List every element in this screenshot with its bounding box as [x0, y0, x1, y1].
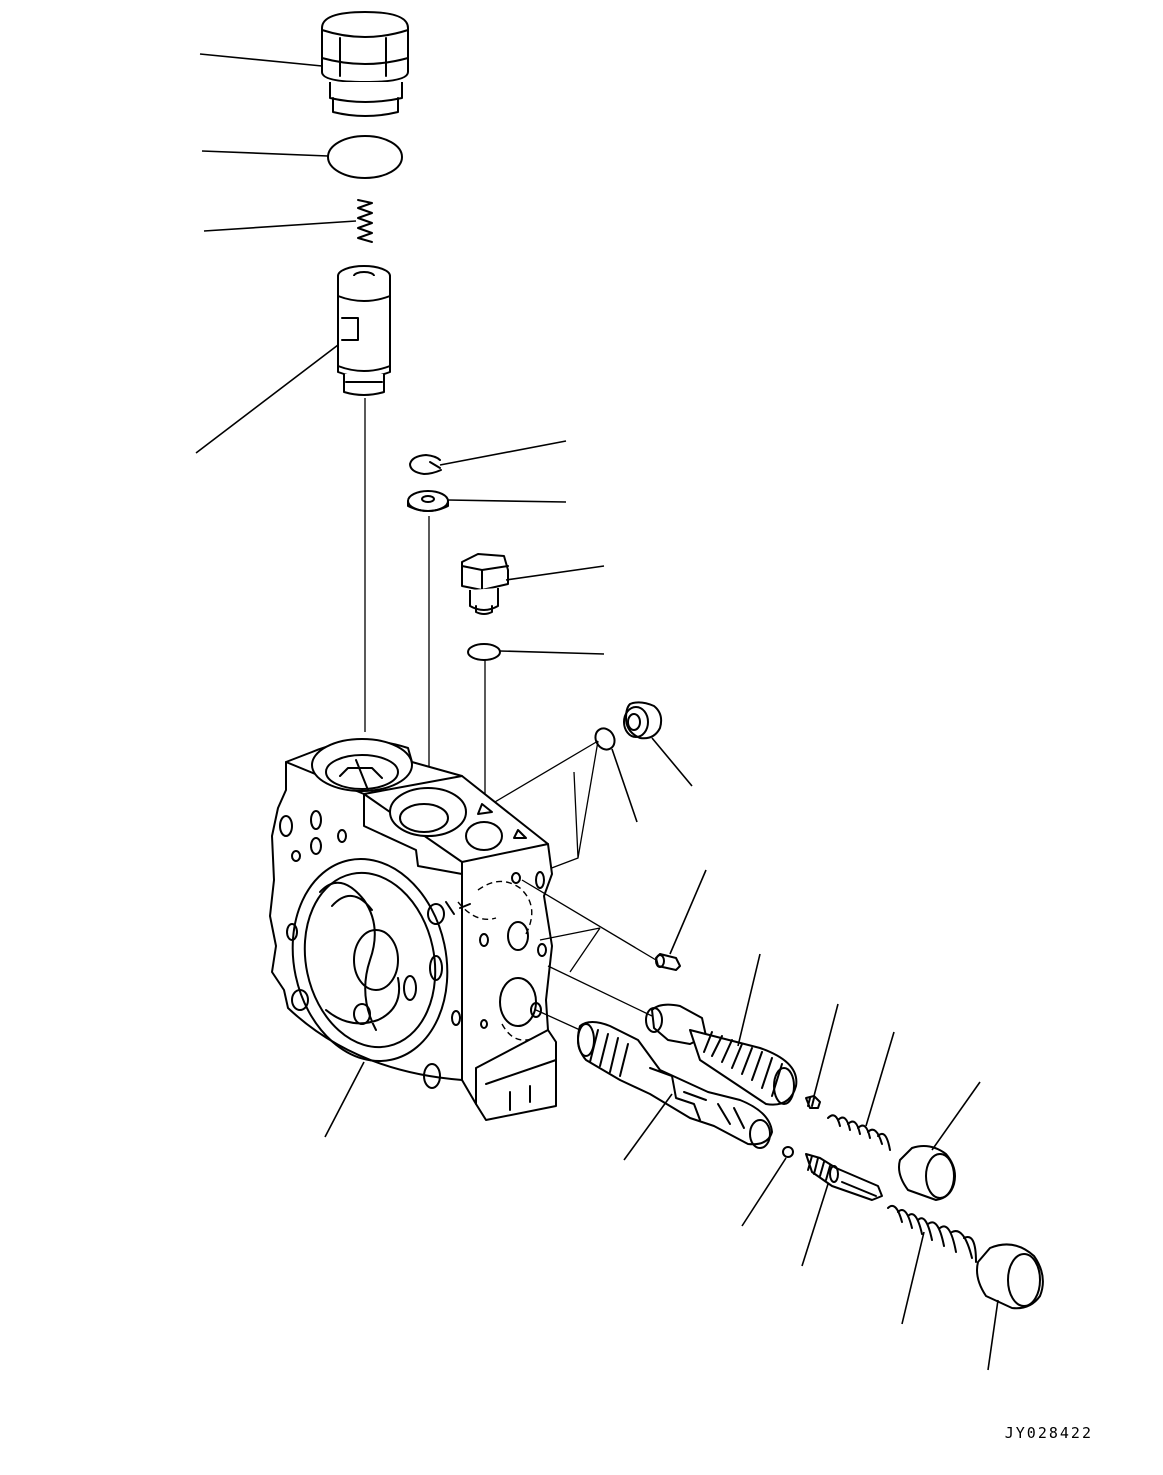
- leader-line: [324, 1061, 365, 1138]
- leader-line: [801, 1183, 829, 1267]
- small-spring-icon: [357, 199, 373, 243]
- tiny-screw-icon: [805, 1095, 821, 1109]
- leader-line: [201, 150, 329, 157]
- leader-line: [499, 650, 605, 655]
- leader-line: [203, 220, 357, 232]
- leader-line: [623, 1093, 673, 1161]
- o-ring-side-icon: [594, 727, 616, 751]
- ball-icon: [782, 1146, 794, 1158]
- leader-line: [987, 1299, 999, 1371]
- cap-lower-icon: [976, 1243, 1044, 1310]
- o-ring-small-icon: [467, 643, 501, 661]
- spring-upper-icon: [827, 1114, 891, 1151]
- leader-line: [651, 737, 693, 787]
- spool-upper-icon: [645, 1003, 798, 1106]
- drawing-code: JY028422: [1004, 1424, 1093, 1442]
- leader-line: [737, 953, 761, 1047]
- axis-line: [539, 927, 601, 973]
- hex-plug-icon: [461, 553, 509, 615]
- leader-line: [669, 869, 707, 955]
- o-ring-large-icon: [327, 135, 403, 179]
- leader-line: [611, 748, 638, 823]
- leader-line: [931, 1081, 981, 1151]
- valve-body-icon: [269, 738, 557, 1121]
- axis-line: [535, 1009, 581, 1031]
- washer-icon: [407, 490, 449, 512]
- leader-line: [865, 1031, 895, 1127]
- leader-line: [741, 1157, 787, 1227]
- leader-line: [447, 499, 567, 503]
- leader-line: [505, 565, 605, 581]
- spring-lower-icon: [887, 1204, 977, 1263]
- leader-line: [195, 344, 339, 454]
- valve-cartridge-icon: [337, 265, 391, 396]
- dowel-pin-icon: [655, 953, 681, 971]
- plug-cap-icon: [321, 11, 409, 117]
- axis-line: [547, 965, 653, 1017]
- pilot-piston-icon: [805, 1153, 883, 1201]
- axis-line: [521, 879, 657, 961]
- snap-ring-icon: [409, 454, 442, 475]
- leader-line: [199, 53, 323, 67]
- leader-line: [439, 440, 567, 466]
- spool-lower-icon: [577, 1021, 773, 1149]
- leader-line: [901, 1231, 925, 1325]
- leader-line: [813, 1003, 839, 1097]
- side-plug-icon: [623, 701, 663, 740]
- cap-upper-icon: [898, 1145, 956, 1201]
